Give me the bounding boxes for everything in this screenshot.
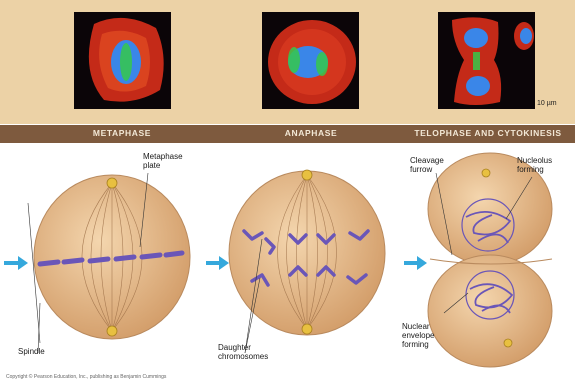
flow-arrow-3 — [404, 256, 427, 270]
telophase-cells — [428, 153, 552, 367]
label-nuclear-envelope-forming: Nuclear envelope forming — [402, 322, 434, 349]
label-cleavage-furrow: Cleavage furrow — [410, 156, 444, 174]
flow-arrow-2 — [206, 256, 229, 270]
copyright-notice: Copyright © Pearson Education, Inc., pub… — [6, 374, 166, 380]
scale-bar-label: 10 µm — [537, 100, 557, 107]
metaphase-cell — [28, 173, 190, 353]
centrosome-top — [302, 170, 312, 180]
stage-label-anaphase: ANAPHASE — [285, 128, 338, 138]
metaphase-micrograph — [74, 12, 171, 109]
stage-bar: METAPHASE ANAPHASE TELOPHASE AND CYTOKIN… — [0, 125, 575, 143]
centrosome-bottom — [107, 326, 117, 336]
phase-diagram — [0, 143, 575, 373]
telophase-micrograph — [438, 12, 535, 109]
stage-label-telophase: TELOPHASE AND CYTOKINESIS — [414, 128, 561, 138]
label-nucleolus-forming: Nucleolus forming — [517, 156, 552, 174]
centrosome-top — [107, 178, 117, 188]
anaphase-cell — [229, 170, 385, 353]
centrosome-bottom — [302, 324, 312, 334]
label-spindle: Spindle — [18, 347, 45, 356]
stage-label-metaphase: METAPHASE — [93, 128, 151, 138]
label-daughter-chromosomes: Daughter chromosomes — [218, 343, 268, 361]
label-metaphase-plate: Metaphase plate — [143, 152, 183, 170]
anaphase-micrograph — [262, 12, 359, 109]
micrograph-band: 10 µm — [0, 0, 575, 124]
flow-arrow-1 — [4, 256, 28, 270]
